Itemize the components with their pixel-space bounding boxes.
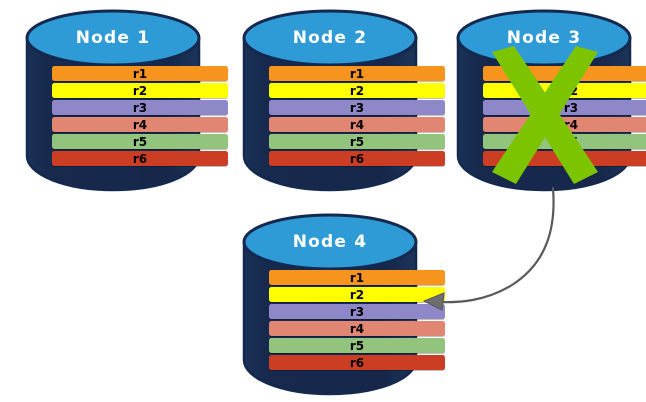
table-row[interactable]: r2 xyxy=(269,287,445,302)
table-row[interactable]: r1 xyxy=(52,66,228,81)
row-label: r6 xyxy=(563,151,579,166)
row-label: r6 xyxy=(349,355,365,370)
row-label: r3 xyxy=(563,100,579,115)
node-row-stack: r1 r2 r3 r4 r5 r6 xyxy=(456,66,646,168)
row-label: r3 xyxy=(349,304,365,319)
row-label: r2 xyxy=(349,83,365,98)
table-row[interactable]: r1 xyxy=(269,270,445,285)
row-label: r6 xyxy=(132,151,148,166)
table-row[interactable]: r3 xyxy=(269,304,445,319)
table-row[interactable]: r6 xyxy=(269,151,445,166)
row-label: r5 xyxy=(132,134,148,149)
node-cylinder-4[interactable]: Node 4 r1 r2 r3 r4 r5 r6 xyxy=(242,212,445,396)
node-row-stack: r1 r2 r3 r4 r5 r6 xyxy=(242,66,472,168)
row-label: r3 xyxy=(132,100,148,115)
row-label: r2 xyxy=(563,83,579,98)
table-row[interactable]: r1 xyxy=(483,66,646,81)
row-label: r4 xyxy=(132,117,148,132)
table-row[interactable]: r6 xyxy=(269,355,445,370)
row-label: r1 xyxy=(132,66,148,81)
row-label: r1 xyxy=(349,66,365,81)
row-label: r6 xyxy=(349,151,365,166)
table-row[interactable]: r4 xyxy=(269,321,445,336)
row-label: r5 xyxy=(563,134,579,149)
row-label: r4 xyxy=(349,321,365,336)
table-row[interactable]: r2 xyxy=(269,83,445,98)
row-label: r2 xyxy=(132,83,148,98)
table-row[interactable]: r3 xyxy=(269,100,445,115)
table-row[interactable]: r5 xyxy=(269,134,445,149)
table-row[interactable]: r3 xyxy=(52,100,228,115)
row-label: r3 xyxy=(349,100,365,115)
table-row[interactable]: r6 xyxy=(52,151,228,166)
table-row[interactable]: r2 xyxy=(52,83,228,98)
table-row[interactable]: r5 xyxy=(52,134,228,149)
row-label: r1 xyxy=(563,66,579,81)
table-row[interactable]: r1 xyxy=(269,66,445,81)
node-cylinder-3[interactable]: Node 3 r1 r2 r3 r4 r5 r6 xyxy=(456,8,646,192)
table-row[interactable]: r4 xyxy=(483,117,646,132)
node-cylinder-2[interactable]: Node 2 r1 r2 r3 r4 r5 r6 xyxy=(242,8,445,192)
row-label: r1 xyxy=(349,270,365,285)
table-row[interactable]: r3 xyxy=(483,100,646,115)
row-label: r2 xyxy=(349,287,365,302)
row-label: r4 xyxy=(349,117,365,132)
table-row[interactable]: r6 xyxy=(483,151,646,166)
row-label: r4 xyxy=(563,117,579,132)
node-row-stack: r1 r2 r3 r4 r5 r6 xyxy=(25,66,255,168)
table-row[interactable]: r5 xyxy=(483,134,646,149)
node-row-stack: r1 r2 r3 r4 r5 r6 xyxy=(242,270,472,372)
table-row[interactable]: r4 xyxy=(52,117,228,132)
table-row[interactable]: r4 xyxy=(269,117,445,132)
node-cylinder-1[interactable]: Node 1 r1 r2 r3 r4 r5 r6 xyxy=(25,8,228,192)
table-row[interactable]: r2 xyxy=(483,83,646,98)
row-label: r5 xyxy=(349,134,365,149)
row-label: r5 xyxy=(349,338,365,353)
table-row[interactable]: r5 xyxy=(269,338,445,353)
